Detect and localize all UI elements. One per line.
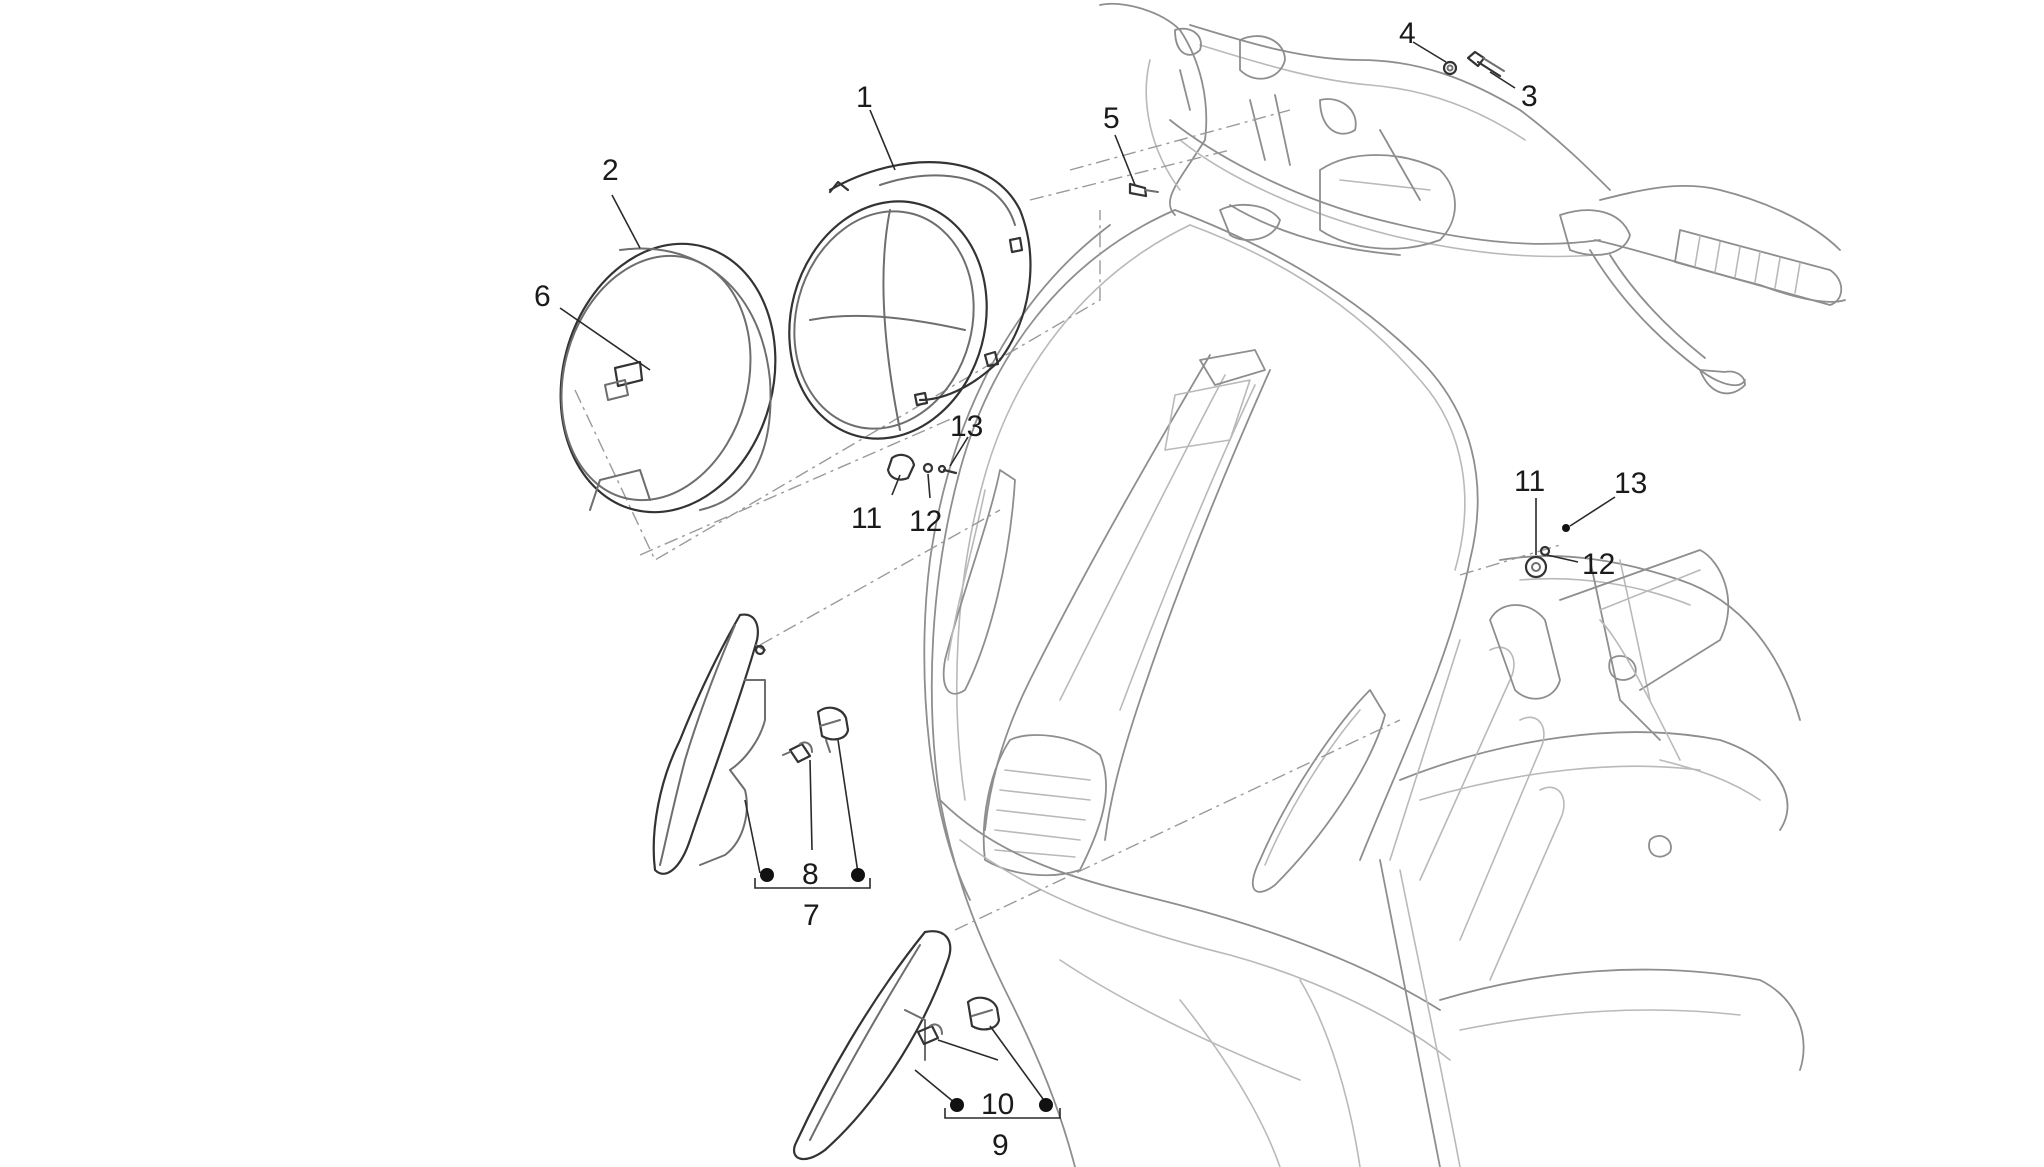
- callout-labels: 1 2 3 4 5 6 7 8 9 10 11 12 13 11 12 13: [534, 17, 1647, 1162]
- callout-13-right: 13: [1614, 467, 1647, 500]
- callout-8: 8: [802, 858, 819, 891]
- callout-4: 4: [1399, 17, 1416, 50]
- part-fastener-set-right: [1524, 524, 1570, 579]
- part-headlamp-unit: [788, 161, 1032, 440]
- handlebar-assembly: [1099, 2, 1846, 395]
- part-front-left-turn-signal: [652, 613, 850, 875]
- callout-5: 5: [1103, 102, 1120, 135]
- kit-bracket-9: [944, 1098, 1061, 1119]
- kit-bracket-7: [754, 868, 871, 889]
- callout-10: 10: [981, 1088, 1014, 1121]
- part-front-right-turn-signal: [792, 930, 1001, 1161]
- callout-6: 6: [534, 280, 551, 313]
- part-screw-5: [1128, 182, 1159, 198]
- assembly-guide-lines: [574, 109, 1561, 931]
- callout-12-left: 12: [909, 505, 942, 538]
- scooter-front-body: [923, 209, 1805, 1167]
- part-fastener-set-left: [886, 453, 958, 481]
- callout-7: 7: [803, 899, 820, 932]
- callout-11-left: 11: [851, 502, 882, 535]
- part-screw-3-washer-4: [1442, 50, 1505, 78]
- callout-2: 2: [602, 154, 619, 187]
- callout-3: 3: [1521, 80, 1538, 113]
- part-headlamp-trim-ring: [559, 242, 777, 514]
- callout-9: 9: [992, 1129, 1009, 1162]
- callout-13-left: 13: [950, 410, 983, 443]
- callout-11-right: 11: [1514, 465, 1545, 498]
- callout-leaders: [559, 41, 1616, 1104]
- callout-1: 1: [856, 81, 873, 114]
- callout-12-right: 12: [1582, 548, 1615, 581]
